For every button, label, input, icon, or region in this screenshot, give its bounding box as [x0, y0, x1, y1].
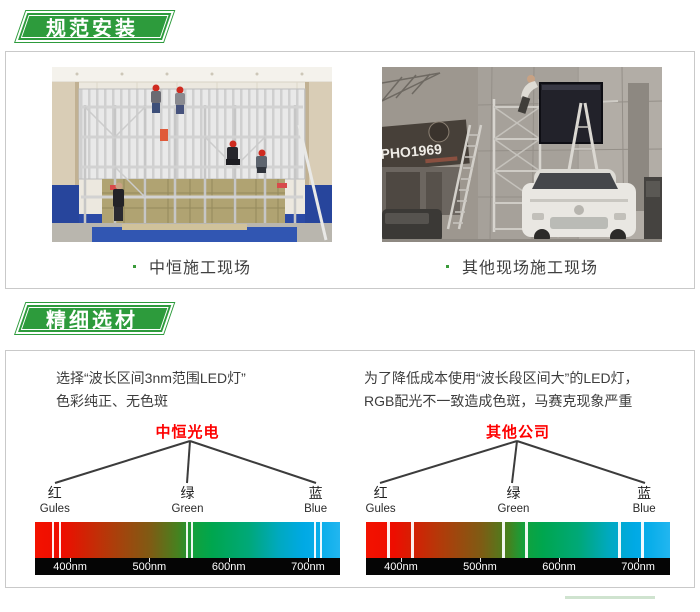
- other-site-illustration: PHO1969: [382, 67, 662, 242]
- install-photos-panel: 中恒施工现场: [5, 51, 695, 289]
- bullet-dot-icon: [132, 264, 136, 268]
- rgb-branch-lines: [54, 440, 317, 484]
- blue-floor-tarp: [92, 227, 297, 242]
- sign-text: PHO1969: [382, 141, 443, 162]
- photo-col-zhongheng: 中恒施工现场: [52, 67, 332, 278]
- material-section-banner: 精细选材: [14, 302, 176, 335]
- bullet-dot-icon: [445, 264, 449, 268]
- storefront-sign: PHO1969: [382, 119, 470, 172]
- spectrum-bar: [366, 522, 670, 558]
- color-labels-row: 红 Gules 绿 Green 蓝 Blue: [366, 484, 670, 520]
- tick-600nm: 600nm: [542, 561, 576, 573]
- photo-zhongheng-site: [52, 67, 332, 242]
- brand-label-zhongheng: 中恒光电: [155, 424, 220, 441]
- red-label: 红 Gules: [39, 485, 70, 515]
- green-label: 绿 Green: [497, 485, 530, 515]
- desc-line: RGB配光不一致造成色斑，马赛克现象严重: [364, 393, 633, 409]
- awning-truss: [382, 72, 441, 102]
- wavelength-axis: 400nm 500nm 600nm 700nm: [366, 558, 670, 575]
- ceiling-lights: [75, 72, 304, 76]
- tick-500nm: 500nm: [132, 561, 167, 573]
- photo-other-site: PHO1969: [382, 67, 662, 242]
- color-labels-row: 红 Gules 绿 Green 蓝 Blue: [35, 484, 340, 520]
- material-compare-panel: 选择“波长区间3nm范围LED灯” 色彩纯正、无色斑 中恒光电 红 Gules …: [5, 350, 695, 588]
- photos-row: 中恒施工现场: [6, 52, 694, 278]
- bottom-accent-line: [565, 596, 655, 599]
- compare-left-column: 选择“波长区间3nm范围LED灯” 色彩纯正、无色斑 中恒光电 红 Gules …: [6, 351, 350, 587]
- other-spectrum-diagram: 其他公司 红 Gules 绿 Green 蓝: [366, 421, 670, 575]
- material-banner-title: 精细选材: [46, 310, 138, 332]
- tick-700nm: 700nm: [291, 561, 325, 573]
- led-screen-panel: [539, 82, 603, 144]
- caption-text: 其他现场施工现场: [461, 260, 598, 277]
- blue-label: 蓝 Blue: [632, 485, 656, 515]
- spectrum-bar: [35, 522, 340, 558]
- tick-400nm: 400nm: [384, 561, 418, 573]
- other-description: 为了降低成本使用“波长段区间大”的LED灯， RGB配光不一致造成色斑，马赛克现…: [364, 367, 694, 413]
- install-section-banner: 规范安装: [14, 10, 176, 43]
- tick-500nm: 500nm: [463, 561, 497, 573]
- zhongheng-description: 选择“波长区间3nm范围LED灯” 色彩纯正、无色斑: [56, 367, 350, 413]
- desc-line: 为了降低成本使用“波长段区间大”的LED灯，: [364, 370, 639, 386]
- worker-installing: [517, 75, 538, 114]
- wavelength-axis: 400nm 500nm 600nm 700nm: [35, 558, 340, 575]
- photo-col-other: PHO1969: [382, 67, 662, 278]
- tick-400nm: 400nm: [53, 561, 87, 573]
- desc-line: 选择“波长区间3nm范围LED灯”: [56, 370, 246, 386]
- led-screen-back-frame: [79, 89, 305, 179]
- rgb-branch-lines: [379, 440, 646, 484]
- dark-car: [382, 209, 442, 242]
- desc-line: 色彩纯正、无色斑: [56, 393, 168, 409]
- brand-label-other: 其他公司: [485, 424, 550, 441]
- install-banner-title: 规范安装: [46, 18, 138, 40]
- tick-700nm: 700nm: [621, 561, 655, 573]
- workers: [113, 84, 267, 221]
- compare-right-column: 为了降低成本使用“波长段区间大”的LED灯， RGB配光不一致造成色斑，马赛克现…: [350, 351, 694, 587]
- support-pole: [297, 124, 328, 241]
- tick-600nm: 600nm: [211, 561, 246, 573]
- green-label: 绿 Green: [171, 485, 204, 515]
- white-suv: [522, 169, 636, 242]
- zhongheng-spectrum-diagram: 中恒光电 红 Gules 绿 Green 蓝: [35, 421, 340, 575]
- caption-text: 中恒施工现场: [148, 260, 251, 277]
- zhongheng-site-illustration: [52, 67, 332, 242]
- caption-other: 其他现场施工现场: [382, 254, 662, 278]
- lower-wall: [102, 179, 285, 223]
- blue-label: 蓝 Blue: [304, 485, 328, 515]
- red-label: 红 Gules: [365, 485, 396, 515]
- caption-zhongheng: 中恒施工现场: [52, 254, 332, 278]
